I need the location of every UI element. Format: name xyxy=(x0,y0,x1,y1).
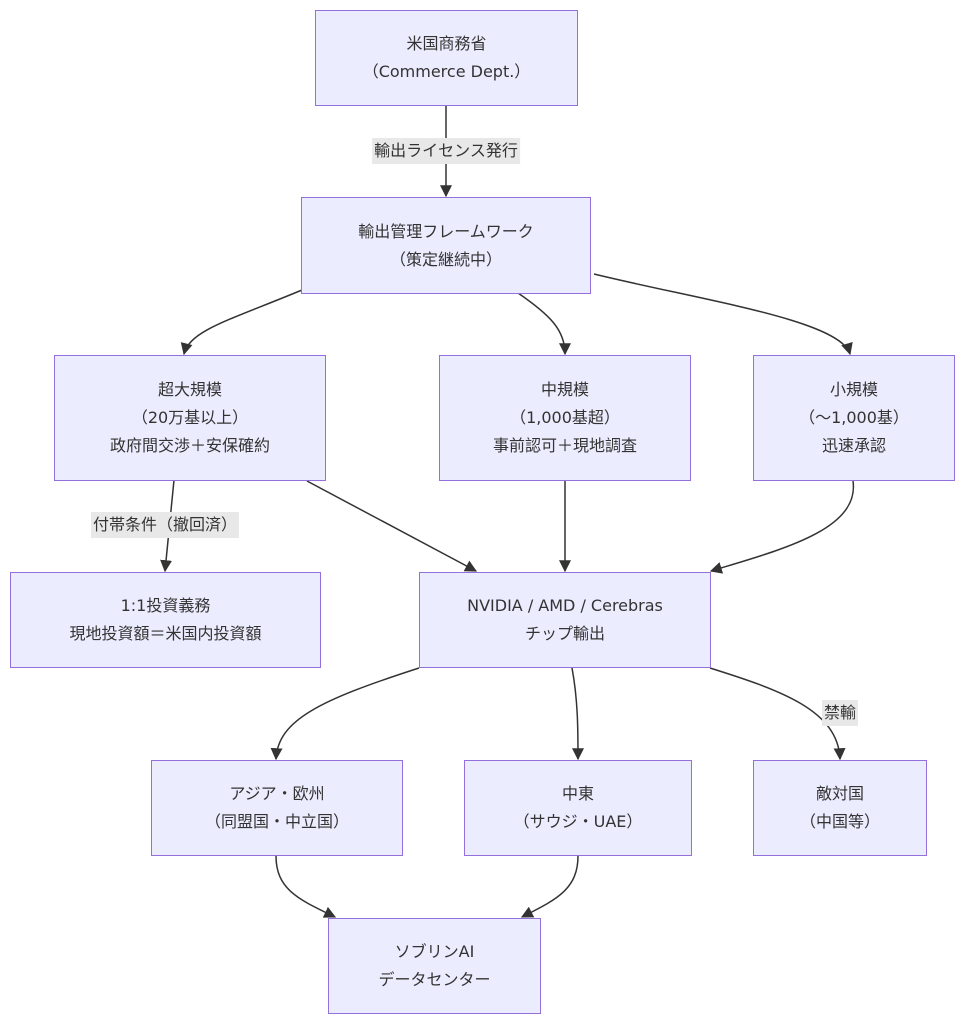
node-line: 現地投資額＝米国内投資額 xyxy=(69,624,262,643)
node-line: 事前認可＋現地調査 xyxy=(492,436,637,455)
node-line: （1,000基超） xyxy=(510,408,620,427)
node-sovereign-ai-dc[interactable]: ソブリンAI データセンター xyxy=(328,918,541,1014)
edge-small-chips xyxy=(709,480,855,574)
node-line: （中国等） xyxy=(799,812,880,831)
node-line: アジア・欧州 xyxy=(229,784,325,803)
edge-large-chips xyxy=(306,480,478,572)
node-line: 迅速承認 xyxy=(821,436,886,455)
node-line: （策定継続中） xyxy=(389,249,502,269)
edge-label-conditions: 付帯条件（撤回済） xyxy=(90,512,240,538)
node-line: （〜1,000基） xyxy=(799,408,909,427)
node-investment-obligation[interactable]: 1:1投資義務 現地投資額＝米国内投資額 xyxy=(10,572,321,668)
node-line: 中東 xyxy=(561,784,594,803)
node-export-framework[interactable]: 輸出管理フレームワーク （策定継続中） xyxy=(301,197,591,294)
edge-chips-adversary xyxy=(709,667,846,761)
node-line: 中規模 xyxy=(540,380,589,399)
edge-chips-asia xyxy=(270,667,420,761)
node-line: （サウジ・UAE） xyxy=(513,812,643,831)
node-line: （20万基以上） xyxy=(131,408,249,427)
edge-framework-medium xyxy=(517,292,571,356)
node-line: 小規模 xyxy=(829,380,878,399)
node-small-scale[interactable]: 小規模 （〜1,000基） 迅速承認 xyxy=(753,355,955,481)
node-line: ソブリンAI xyxy=(394,942,475,961)
node-commerce-dept[interactable]: 米国商務省 （Commerce Dept.） xyxy=(315,10,578,106)
node-line: （同盟国・中立国） xyxy=(204,812,349,831)
node-large-scale[interactable]: 超大規模 （20万基以上） 政府間交渉＋安保確約 xyxy=(54,355,326,481)
node-adversary[interactable]: 敵対国 （中国等） xyxy=(753,760,927,856)
node-line: 1:1投資義務 xyxy=(120,596,211,615)
node-line: NVIDIA / AMD / Cerebras xyxy=(467,596,663,615)
edge-chips-mideast xyxy=(571,667,584,761)
node-line: 超大規模 xyxy=(157,380,222,399)
node-chip-export[interactable]: NVIDIA / AMD / Cerebras チップ輸出 xyxy=(419,572,711,668)
edge-mideast-sovereign xyxy=(520,855,579,918)
node-middle-east[interactable]: 中東 （サウジ・UAE） xyxy=(464,760,692,856)
node-line: 輸出管理フレームワーク xyxy=(358,221,534,241)
node-line: 政府間交渉＋安保確約 xyxy=(109,436,270,455)
node-line: チップ輸出 xyxy=(524,624,605,643)
node-line: 米国商務省 xyxy=(406,34,487,53)
node-line: データセンター xyxy=(378,970,491,989)
edge-label-export-license: 輸出ライセンス発行 xyxy=(372,138,520,164)
edge-asia-sovereign xyxy=(275,855,337,918)
edge-framework-large xyxy=(180,289,303,356)
node-line: （Commerce Dept.） xyxy=(362,62,531,81)
node-line: 敵対国 xyxy=(815,784,864,803)
edge-framework-small xyxy=(593,273,853,356)
node-asia-europe[interactable]: アジア・欧州 （同盟国・中立国） xyxy=(151,760,403,856)
node-medium-scale[interactable]: 中規模 （1,000基超） 事前認可＋現地調査 xyxy=(439,355,691,481)
edge-label-embargo: 禁輸 xyxy=(821,700,859,726)
